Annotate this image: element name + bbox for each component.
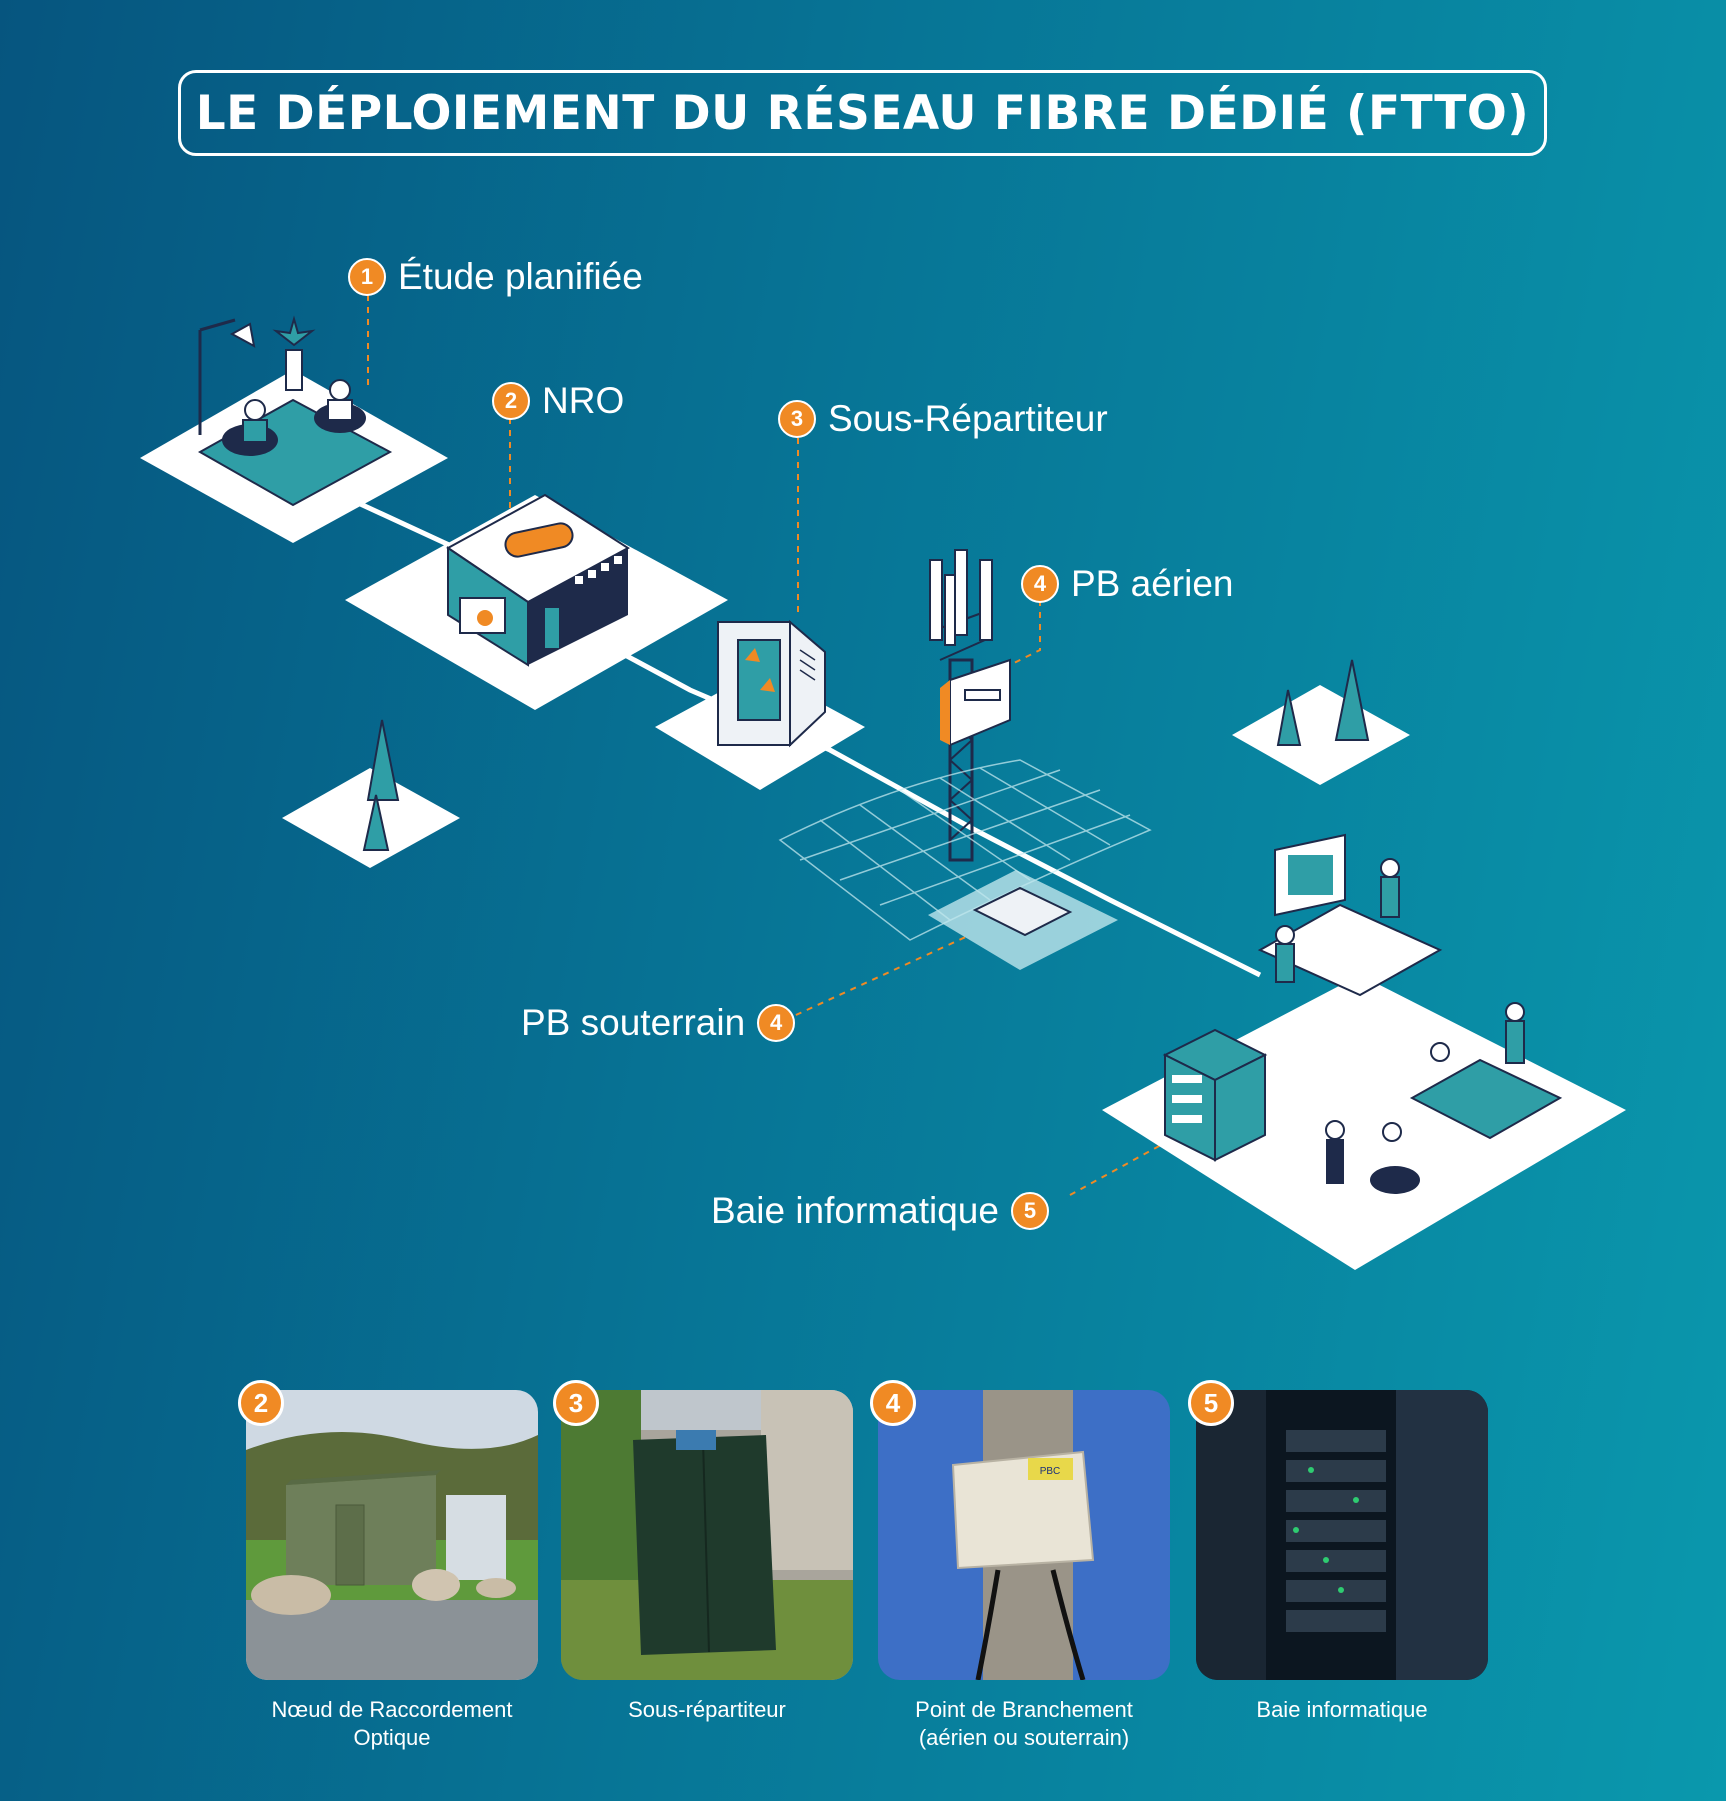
pb-sticker: PBC — [1040, 1466, 1061, 1477]
photo-card-sous-repartiteur: 3 Sous-répartiteur — [553, 1380, 853, 1724]
photo-card-baie: 5 Baie informatique — [1188, 1380, 1488, 1724]
page-title: LE DÉPLOIEMENT DU RÉSEAU FIBRE DÉDIÉ (FT… — [195, 85, 1530, 141]
caption-line: Optique — [353, 1725, 431, 1750]
step-label-pb-aerien: 4 PB aérien — [1021, 563, 1234, 605]
caption-line: Nœud de Raccordement — [271, 1697, 513, 1722]
nro-building-icon — [345, 493, 728, 710]
office-platform-icon — [140, 315, 448, 543]
photo-badge: 3 — [553, 1380, 599, 1426]
caption-line: (aérien ou souterrain) — [918, 1725, 1130, 1750]
photo-card-pb: 4 PBC Point de Branchement (aérien ou so… — [870, 1380, 1170, 1752]
server-rack-platform-icon — [1102, 833, 1626, 1270]
street-cabinet-icon — [655, 619, 865, 790]
photo-baie — [1196, 1390, 1488, 1680]
step-badge: 5 — [1010, 1192, 1049, 1230]
photo-pb: PBC — [878, 1390, 1170, 1680]
step-badge: 1 — [348, 258, 386, 296]
photo-badge: 4 — [870, 1380, 916, 1426]
photo-card-nro: 2 Nœud de Raccordement Optique — [238, 1380, 538, 1752]
title-box: LE DÉPLOIEMENT DU RÉSEAU FIBRE DÉDIÉ (FT… — [178, 70, 1547, 156]
underground-box-icon — [778, 759, 1152, 970]
step-label-sous-repartiteur: 3 Sous-Répartiteur — [778, 398, 1108, 440]
step-text: Sous-Répartiteur — [828, 398, 1108, 439]
tree-icon — [282, 719, 460, 868]
step-text: NRO — [542, 380, 625, 421]
caption-line: Point de Branchement — [915, 1697, 1133, 1722]
step-badge: 4 — [1021, 565, 1059, 603]
step-badge: 3 — [778, 400, 816, 438]
step-label-baie: 5 Baie informatique — [711, 1190, 1049, 1232]
isometric-scene — [140, 295, 1626, 1270]
step-text: Étude planifiée — [398, 256, 643, 297]
antenna-tower-icon — [929, 549, 1011, 862]
photo-nro — [246, 1390, 538, 1680]
step-badge: 4 — [757, 1004, 796, 1042]
step-label-pb-souterrain: 4 PB souterrain — [521, 1002, 796, 1044]
leader-lines — [367, 295, 1171, 1196]
step-text: PB aérien — [1071, 563, 1234, 604]
step-text: PB souterrain — [521, 1002, 746, 1043]
step-badge: 2 — [492, 382, 530, 420]
photo-badge: 5 — [1188, 1380, 1234, 1426]
caption-line: Baie informatique — [1256, 1697, 1428, 1722]
photo-badge: 2 — [238, 1380, 284, 1426]
step-label-etude: 1 Étude planifiée — [348, 256, 643, 298]
step-text: Baie informatique — [711, 1190, 999, 1231]
step-label-nro: 2 NRO — [492, 380, 624, 422]
caption-line: Sous-répartiteur — [628, 1697, 786, 1722]
tree-icon — [1232, 659, 1410, 785]
photo-sous-repartiteur — [561, 1390, 853, 1680]
